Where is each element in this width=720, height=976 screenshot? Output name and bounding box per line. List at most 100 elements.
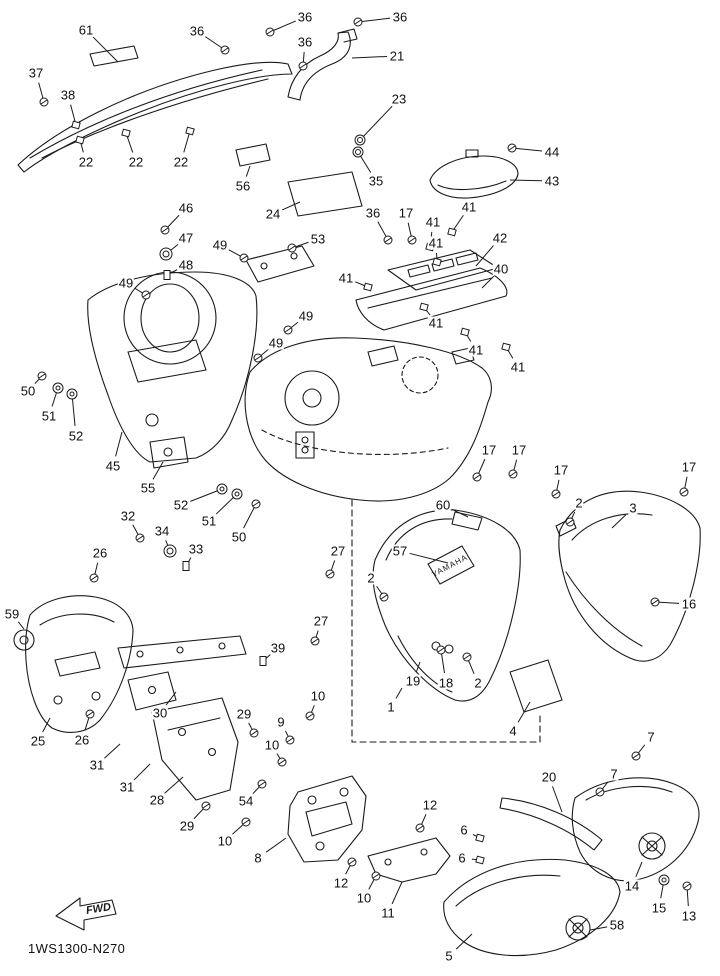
fuel-tank bbox=[244, 337, 492, 502]
part-callout-36[interactable]: 36 bbox=[188, 23, 206, 39]
part-callout-46[interactable]: 46 bbox=[177, 200, 195, 216]
part-callout-19[interactable]: 19 bbox=[404, 673, 422, 689]
part-callout-10[interactable]: 10 bbox=[309, 688, 327, 704]
part-callout-27[interactable]: 27 bbox=[329, 543, 347, 559]
part-callout-58[interactable]: 58 bbox=[608, 917, 626, 933]
part-callout-41[interactable]: 41 bbox=[424, 214, 442, 230]
part-callout-15[interactable]: 15 bbox=[650, 900, 668, 916]
diagram-line-art: YAMAHA bbox=[13, 28, 701, 957]
part-callout-54[interactable]: 54 bbox=[237, 793, 255, 809]
part-callout-8[interactable]: 8 bbox=[253, 850, 263, 866]
part-callout-36[interactable]: 36 bbox=[391, 9, 409, 25]
part-callout-31[interactable]: 31 bbox=[88, 757, 106, 773]
part-callout-9[interactable]: 9 bbox=[276, 714, 286, 730]
part-callout-57[interactable]: 57 bbox=[391, 543, 409, 559]
part-callout-41[interactable]: 41 bbox=[467, 342, 485, 358]
part-callout-49[interactable]: 49 bbox=[211, 237, 229, 253]
part-callout-42[interactable]: 42 bbox=[491, 230, 509, 246]
trim-strip bbox=[499, 797, 603, 851]
part-callout-2[interactable]: 2 bbox=[473, 675, 483, 691]
part-callout-41[interactable]: 41 bbox=[460, 199, 478, 215]
part-callout-43[interactable]: 43 bbox=[543, 173, 561, 189]
part-callout-26[interactable]: 26 bbox=[73, 732, 91, 748]
part-callout-40[interactable]: 40 bbox=[492, 261, 510, 277]
part-callout-10[interactable]: 10 bbox=[263, 737, 281, 753]
part-callout-41[interactable]: 41 bbox=[337, 270, 355, 286]
part-callout-29[interactable]: 29 bbox=[235, 706, 253, 722]
part-callout-53[interactable]: 53 bbox=[309, 231, 327, 247]
part-callout-31[interactable]: 31 bbox=[118, 779, 136, 795]
part-callout-17[interactable]: 17 bbox=[397, 205, 415, 221]
part-callout-36[interactable]: 36 bbox=[296, 34, 314, 50]
part-callout-49[interactable]: 49 bbox=[297, 308, 315, 324]
part-callout-10[interactable]: 10 bbox=[355, 890, 373, 906]
part-callout-56[interactable]: 56 bbox=[234, 178, 252, 194]
part-callout-49[interactable]: 49 bbox=[117, 275, 135, 291]
part-callout-51[interactable]: 51 bbox=[40, 408, 58, 424]
part-callout-39[interactable]: 39 bbox=[269, 640, 287, 656]
part-callout-38[interactable]: 38 bbox=[59, 87, 77, 103]
part-callout-49[interactable]: 49 bbox=[267, 335, 285, 351]
part-callout-6[interactable]: 6 bbox=[459, 822, 469, 838]
part-callout-41[interactable]: 41 bbox=[427, 315, 445, 331]
part-callout-17[interactable]: 17 bbox=[552, 462, 570, 478]
part-callout-34[interactable]: 34 bbox=[153, 523, 171, 539]
part-callout-6[interactable]: 6 bbox=[457, 850, 467, 866]
part-callout-7[interactable]: 7 bbox=[609, 766, 619, 782]
part-callout-16[interactable]: 16 bbox=[680, 596, 698, 612]
part-callout-1[interactable]: 1 bbox=[386, 699, 396, 715]
part-callout-50[interactable]: 50 bbox=[230, 529, 248, 545]
part-callout-5[interactable]: 5 bbox=[444, 948, 454, 964]
part-callout-51[interactable]: 51 bbox=[200, 513, 218, 529]
part-callout-17[interactable]: 17 bbox=[510, 442, 528, 458]
part-callout-12[interactable]: 12 bbox=[421, 797, 439, 813]
part-callout-36[interactable]: 36 bbox=[296, 9, 314, 25]
part-callout-22[interactable]: 22 bbox=[127, 154, 145, 170]
part-callout-23[interactable]: 23 bbox=[390, 91, 408, 107]
part-callout-52[interactable]: 52 bbox=[172, 497, 190, 513]
part-callout-41[interactable]: 41 bbox=[427, 235, 445, 251]
part-callout-35[interactable]: 35 bbox=[367, 173, 385, 189]
part-callout-33[interactable]: 33 bbox=[187, 541, 205, 557]
part-callout-52[interactable]: 52 bbox=[67, 428, 85, 444]
part-callout-59[interactable]: 59 bbox=[3, 606, 21, 622]
part-callout-30[interactable]: 30 bbox=[151, 705, 169, 721]
part-callout-26[interactable]: 26 bbox=[91, 545, 109, 561]
part-callout-4[interactable]: 4 bbox=[508, 723, 518, 739]
part-callout-48[interactable]: 48 bbox=[177, 257, 195, 273]
part-callout-29[interactable]: 29 bbox=[178, 818, 196, 834]
part-callout-17[interactable]: 17 bbox=[480, 442, 498, 458]
part-callout-3[interactable]: 3 bbox=[628, 500, 638, 516]
part-callout-41[interactable]: 41 bbox=[509, 359, 527, 375]
part-callout-37[interactable]: 37 bbox=[27, 65, 45, 81]
part-callout-61[interactable]: 61 bbox=[77, 22, 95, 38]
part-callout-10[interactable]: 10 bbox=[216, 833, 234, 849]
part-callout-22[interactable]: 22 bbox=[172, 154, 190, 170]
part-callout-50[interactable]: 50 bbox=[19, 383, 37, 399]
part-callout-28[interactable]: 28 bbox=[148, 792, 166, 808]
part-callout-11[interactable]: 11 bbox=[380, 905, 396, 921]
part-callout-20[interactable]: 20 bbox=[540, 769, 558, 785]
part-callout-44[interactable]: 44 bbox=[543, 144, 561, 160]
part-callout-17[interactable]: 17 bbox=[680, 459, 698, 475]
part-callout-7[interactable]: 7 bbox=[646, 729, 656, 745]
part-callout-18[interactable]: 18 bbox=[437, 675, 455, 691]
part-callout-45[interactable]: 45 bbox=[104, 458, 122, 474]
part-callout-12[interactable]: 12 bbox=[332, 875, 350, 891]
part-callout-14[interactable]: 14 bbox=[623, 878, 641, 894]
part-callout-25[interactable]: 25 bbox=[29, 733, 47, 749]
part-callout-21[interactable]: 21 bbox=[388, 48, 406, 64]
part-callout-55[interactable]: 55 bbox=[139, 480, 157, 496]
part-callout-22[interactable]: 22 bbox=[77, 154, 95, 170]
part-callout-60[interactable]: 60 bbox=[434, 497, 452, 513]
part-callout-2[interactable]: 2 bbox=[366, 570, 376, 586]
part-callout-36[interactable]: 36 bbox=[364, 205, 382, 221]
part-callout-32[interactable]: 32 bbox=[119, 508, 137, 524]
part-callout-47[interactable]: 47 bbox=[177, 230, 195, 246]
part-callout-2[interactable]: 2 bbox=[574, 495, 584, 511]
graphic-sticker bbox=[89, 45, 139, 67]
part-callout-24[interactable]: 24 bbox=[264, 206, 282, 222]
part-callout-27[interactable]: 27 bbox=[312, 613, 330, 629]
part-callout-13[interactable]: 13 bbox=[680, 908, 698, 924]
